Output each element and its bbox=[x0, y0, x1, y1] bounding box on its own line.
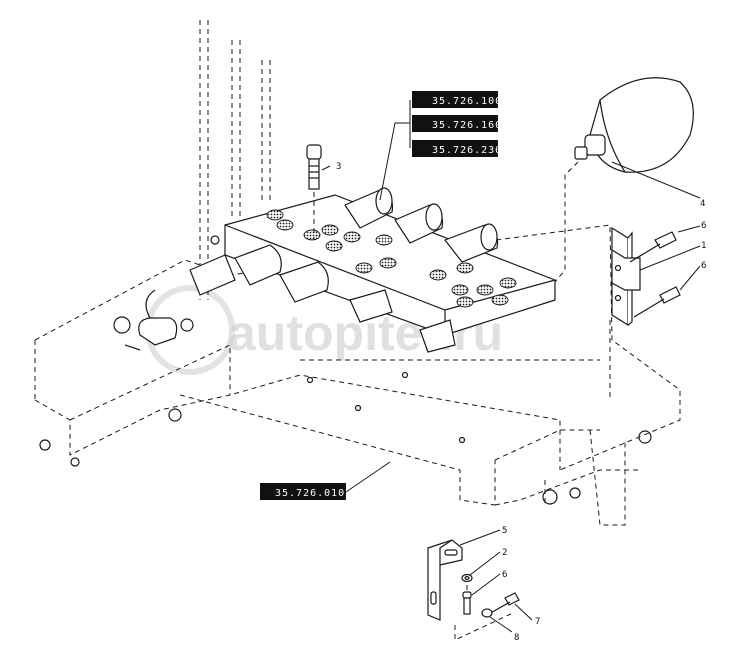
callout-4: 4 bbox=[700, 199, 705, 209]
exploded-bracket-group bbox=[427, 539, 520, 641]
ref-label-35-726-010: 35.726.010 bbox=[260, 483, 346, 500]
callout-numbers: 3 4 6 1 6 5 2 6 7 8 bbox=[336, 162, 706, 643]
lever-clip bbox=[113, 289, 194, 351]
callout-1: 1 bbox=[701, 241, 706, 251]
ref-label-35-726-230: 35.726.230 bbox=[412, 140, 502, 157]
accumulator-part-4 bbox=[554, 77, 694, 283]
chassis-frame bbox=[34, 224, 681, 526]
mount-bracket-part-1 bbox=[609, 226, 681, 400]
mast-frame bbox=[199, 20, 271, 300]
callout-6b: 6 bbox=[701, 261, 706, 271]
callout-6a: 6 bbox=[701, 221, 706, 231]
valve-block bbox=[189, 187, 556, 353]
valve-ports bbox=[266, 209, 517, 308]
callout-6c: 6 bbox=[502, 570, 507, 580]
svg-text:35.726.100: 35.726.100 bbox=[432, 96, 502, 107]
bolt-part-3 bbox=[306, 144, 322, 240]
svg-text:35.726.010: 35.726.010 bbox=[275, 488, 345, 499]
callout-3: 3 bbox=[336, 162, 341, 172]
reference-labels: 35.726.100 35.726.160 35.726.230 35.726.… bbox=[260, 91, 502, 500]
ref-label-35-726-160: 35.726.160 bbox=[412, 115, 502, 132]
callout-7: 7 bbox=[535, 617, 540, 627]
svg-text:35.726.230: 35.726.230 bbox=[432, 145, 502, 156]
callout-2: 2 bbox=[502, 548, 507, 558]
svg-text:35.726.160: 35.726.160 bbox=[432, 120, 502, 131]
callout-8: 8 bbox=[514, 633, 519, 643]
valve-spools bbox=[189, 187, 499, 353]
callout-5: 5 bbox=[502, 526, 507, 536]
leader-lines bbox=[321, 100, 701, 633]
ref-label-35-726-100: 35.726.100 bbox=[412, 91, 502, 108]
